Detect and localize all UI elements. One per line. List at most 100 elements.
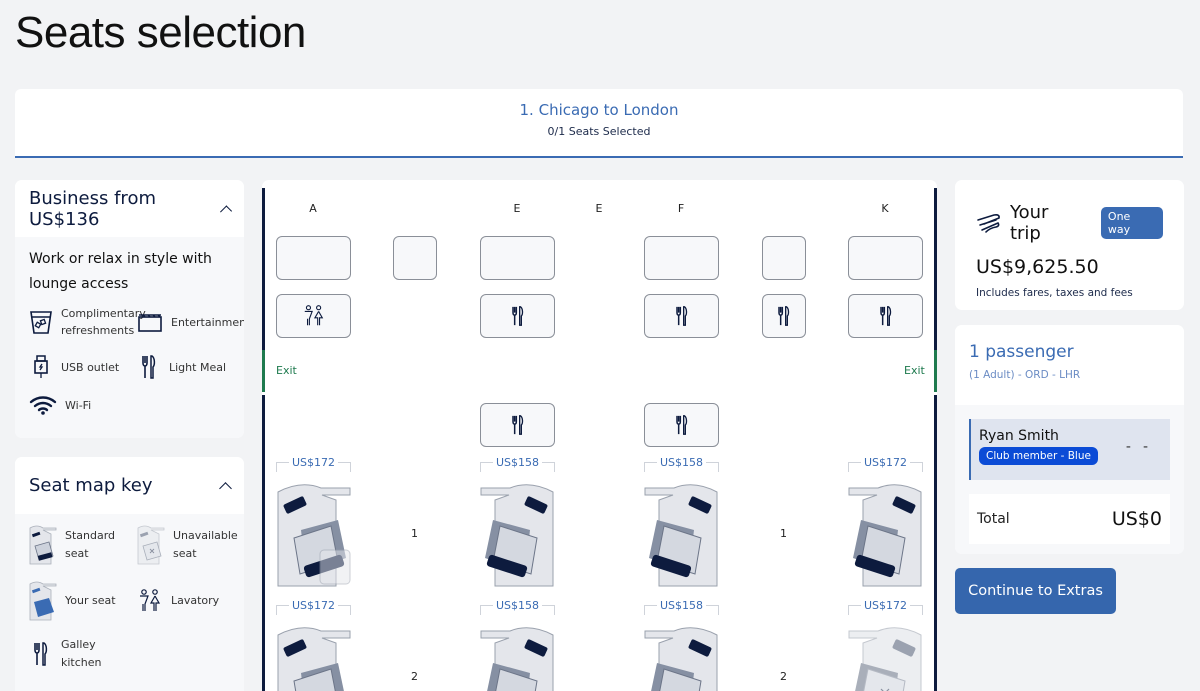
trip-summary-card: Your trip One way US$9,625.50 Includes f… [955, 180, 1184, 310]
key-unavailable-seat: Unavailable seat [137, 524, 238, 566]
galley-icon [675, 306, 687, 326]
key-lavatory: Lavatory [137, 580, 237, 622]
seat-2f[interactable] [644, 621, 719, 691]
row-number-1: 1 [411, 527, 418, 540]
column-label-f: F [677, 202, 685, 215]
fuselage-wall-right [934, 188, 937, 350]
galley-icon [511, 306, 523, 326]
amenity-usb: USB outlet [29, 353, 137, 381]
column-label-e: E [513, 202, 521, 215]
passenger-route: (1 Adult) - ORD - LHR [969, 369, 1081, 381]
total-row: Total US$0 [969, 494, 1170, 544]
trip-type-badge: One way [1100, 207, 1163, 239]
amenity-wifi: Wi-Fi [29, 395, 137, 415]
amenity-light-meal: Light Meal [137, 353, 237, 381]
seat-1e[interactable] [480, 478, 555, 588]
seat-price-2f: US$158 [644, 599, 719, 615]
galley-icon [675, 415, 687, 435]
usb-icon [34, 355, 48, 378]
galley-slot [644, 403, 719, 447]
passenger-name: Ryan Smith [979, 428, 1059, 444]
chevron-up-icon [219, 481, 232, 495]
seat-price-2k: US$172 [848, 599, 923, 615]
seat-key-toggle[interactable]: Seat map key [15, 457, 244, 514]
galley-slot [848, 294, 923, 338]
flight-tab-chicago-london[interactable]: 1. Chicago to London 0/1 Seats Selected [15, 89, 1183, 158]
closet-slot [393, 236, 437, 280]
seat-1k[interactable] [848, 478, 923, 588]
passenger-row[interactable]: Ryan Smith Club member - Blue -- [969, 419, 1170, 480]
passenger-count: 1 passenger [969, 342, 1074, 362]
amenity-refreshments: Complimentary refreshments [29, 305, 146, 339]
trip-price-note: Includes fares, taxes and fees [976, 287, 1133, 299]
galley-icon [34, 642, 48, 666]
continue-to-extras-button[interactable]: Continue to Extras [955, 568, 1116, 614]
entertainment-icon [138, 314, 162, 332]
total-label: Total [977, 511, 1010, 527]
galley-icon [879, 306, 891, 326]
total-value: US$0 [1111, 508, 1162, 530]
cabin-description: Work or relax in style with lounge acces… [29, 251, 212, 292]
passenger-seat-price: -- [1125, 439, 1160, 455]
lavatory-icon [140, 589, 161, 611]
column-label-a: A [309, 202, 317, 215]
passenger-card: 1 passenger (1 Adult) - ORD - LHR Ryan S… [955, 325, 1184, 554]
seat-key-title: Seat map key [29, 475, 153, 496]
exit-label-right: Exit [904, 364, 925, 377]
closet-slot [762, 236, 806, 280]
row-number-2: 2 [411, 670, 418, 683]
seat-map-key-card: Seat map key Standard seat Unavailable s… [15, 457, 244, 691]
plane-icon [977, 214, 1000, 233]
galley-icon [778, 306, 790, 326]
closet-slot [276, 236, 351, 280]
seat-map: A E E F K Exit Exit US$172 US$158 US$158… [262, 180, 937, 691]
flight-tab-title: 1. Chicago to London [519, 101, 679, 119]
seat-price-1f: US$158 [644, 456, 719, 472]
closet-slot [480, 236, 555, 280]
chevron-up-icon [219, 204, 232, 218]
galley-slot [480, 294, 555, 338]
wifi-icon [29, 396, 57, 415]
seat-1a[interactable] [276, 478, 351, 588]
seat-1f[interactable] [644, 478, 719, 588]
seat-price-1k: US$172 [848, 456, 923, 472]
seat-price-1a: US$172 [276, 456, 351, 472]
loyalty-badge: Club member - Blue [979, 447, 1098, 465]
seat-2a[interactable] [276, 621, 351, 691]
exit-label-left: Exit [276, 364, 297, 377]
exit-marker-left [262, 350, 265, 392]
column-label-e2: E [595, 202, 603, 215]
closet-slot [644, 236, 719, 280]
galley-slot [480, 403, 555, 447]
cabin-info-card: Business from US$136 Work or relax in st… [15, 180, 244, 438]
cabin-title: Business from US$136 [29, 187, 156, 230]
fuselage-wall-right [934, 395, 937, 691]
row-number-1: 1 [780, 527, 787, 540]
galley-slot [644, 294, 719, 338]
meal-icon [142, 355, 156, 379]
trip-title: Your trip [1009, 202, 1049, 244]
trip-total-price: US$9,625.50 [976, 256, 1099, 278]
closet-slot [848, 236, 923, 280]
seat-price-2a: US$172 [276, 599, 351, 615]
key-your-seat: Your seat [29, 580, 137, 622]
key-standard-seat: Standard seat [29, 524, 137, 566]
seat-price-1e: US$158 [480, 456, 555, 472]
seat-2k-unavailable [848, 627, 922, 691]
amenity-entertainment: Entertainment [137, 305, 244, 339]
galley-slot [762, 294, 806, 338]
lavatory-slot [276, 294, 351, 338]
galley-icon [511, 415, 523, 435]
exit-marker-right [934, 350, 937, 392]
key-galley: Galley kitchen [29, 636, 137, 672]
seat-price-2e: US$158 [480, 599, 555, 615]
column-label-k: K [881, 202, 889, 215]
fuselage-wall-left [262, 188, 265, 350]
your-seat-icon [29, 581, 57, 621]
page-title: Seats selection [15, 8, 306, 57]
cabin-card-toggle[interactable]: Business from US$136 [15, 180, 244, 237]
standard-seat-icon [29, 525, 57, 565]
seat-2e[interactable] [480, 621, 555, 691]
row-number-2: 2 [780, 670, 787, 683]
drink-icon [30, 311, 52, 334]
